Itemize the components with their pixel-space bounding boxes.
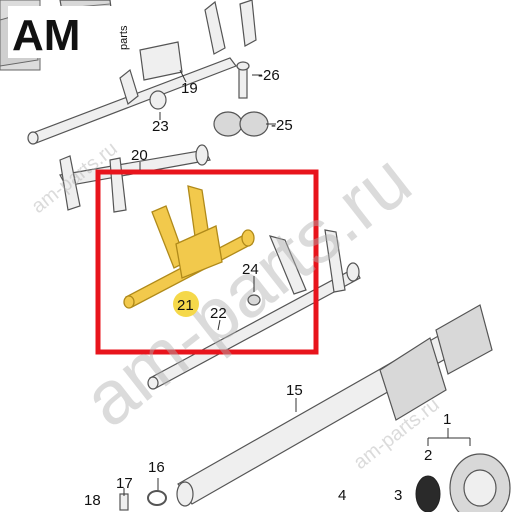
callout-22: 22 — [210, 305, 227, 322]
gear-set-bottom-right — [415, 453, 511, 512]
leader-lines — [123, 69, 471, 496]
callout-3: 3 — [394, 487, 402, 504]
callout-21-badge — [173, 291, 199, 317]
callout-17: 17 — [116, 475, 133, 492]
callout-16: 16 — [148, 459, 165, 476]
part-17-pin — [119, 493, 129, 511]
part-15-mainshaft — [176, 304, 493, 507]
part-16-ring — [147, 490, 167, 506]
am-parts-logo: AM parts — [8, 6, 138, 60]
callout-18: 18 — [84, 492, 101, 509]
logo-main: AM — [12, 11, 80, 60]
callout-19: 19 — [181, 80, 198, 97]
logo-sub: parts — [118, 25, 130, 50]
callout-21: 21 — [177, 297, 194, 314]
part-22-shift-rod — [147, 229, 361, 390]
callout-1: 1 — [443, 411, 451, 428]
callout-20: 20 — [131, 147, 148, 164]
part-25-clip — [213, 111, 269, 137]
callout-4: 4 — [338, 487, 346, 504]
part-24-pin — [247, 294, 261, 306]
highlight-frame — [95, 169, 319, 355]
callout-26: -26 — [258, 67, 280, 84]
callout-15: 15 — [286, 382, 303, 399]
callout-25: -25 — [271, 117, 293, 134]
callout-23: 23 — [152, 118, 169, 135]
callout-2: 2 — [424, 447, 432, 464]
part-26-bolt — [236, 61, 250, 99]
part-21-highlighted-fork — [123, 185, 255, 309]
part-23-sleeve — [149, 90, 167, 110]
callout-24: 24 — [242, 261, 259, 278]
